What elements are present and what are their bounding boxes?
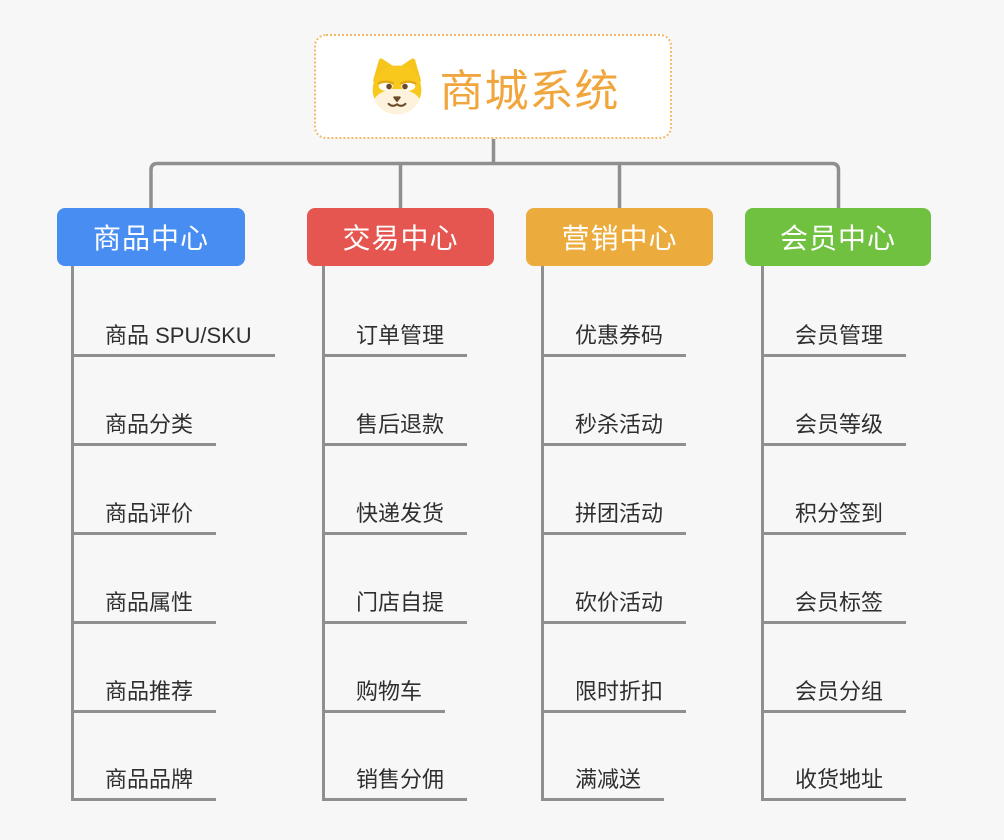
branch-node-product-center[interactable]: 商品中心 <box>57 208 245 266</box>
branch-node-member-center[interactable]: 会员中心 <box>745 208 931 266</box>
bus-bracket-connector <box>149 161 841 208</box>
subtopic-node[interactable]: 售后退款 <box>322 407 468 446</box>
subtopic-node[interactable]: 会员分组 <box>761 674 907 713</box>
root-topic-node[interactable]: 商城系统 <box>314 34 672 139</box>
subtopic-node[interactable]: 商品品牌 <box>71 762 217 801</box>
subtopic-node[interactable]: 商品 SPU/SKU <box>71 318 275 357</box>
subtopic-node[interactable]: 会员等级 <box>761 407 907 446</box>
subtopic-node[interactable]: 满减送 <box>541 762 665 801</box>
shiba-dog-face-icon <box>372 57 421 114</box>
branch-node-trade-center[interactable]: 交易中心 <box>307 208 494 266</box>
branch-node-marketing-center[interactable]: 营销中心 <box>526 208 713 266</box>
subtopic-node[interactable]: 销售分佣 <box>322 762 468 801</box>
subtopic-node[interactable]: 商品属性 <box>71 585 217 624</box>
subtopic-node[interactable]: 拼团活动 <box>541 496 687 535</box>
subtopic-node[interactable]: 秒杀活动 <box>541 407 687 446</box>
subtopic-node[interactable]: 砍价活动 <box>541 585 687 624</box>
subtopic-node[interactable]: 商品推荐 <box>71 674 217 713</box>
subtopic-node[interactable]: 门店自提 <box>322 585 468 624</box>
root-topic-title: 商城系统 <box>439 66 620 116</box>
subtopic-node[interactable]: 会员管理 <box>761 318 907 357</box>
subtopic-node[interactable]: 会员标签 <box>761 585 907 624</box>
subtopic-node[interactable]: 商品评价 <box>71 496 217 535</box>
subtopic-node[interactable]: 收货地址 <box>761 762 907 801</box>
subtopic-node[interactable]: 购物车 <box>322 674 446 713</box>
subtopic-node[interactable]: 积分签到 <box>761 496 907 535</box>
subtopic-node[interactable]: 限时折扣 <box>541 674 687 713</box>
subtopic-node[interactable]: 快递发货 <box>322 496 468 535</box>
subtopic-node[interactable]: 订单管理 <box>322 318 468 357</box>
subtopic-node[interactable]: 商品分类 <box>71 407 217 446</box>
subtopic-node[interactable]: 优惠券码 <box>541 318 687 357</box>
